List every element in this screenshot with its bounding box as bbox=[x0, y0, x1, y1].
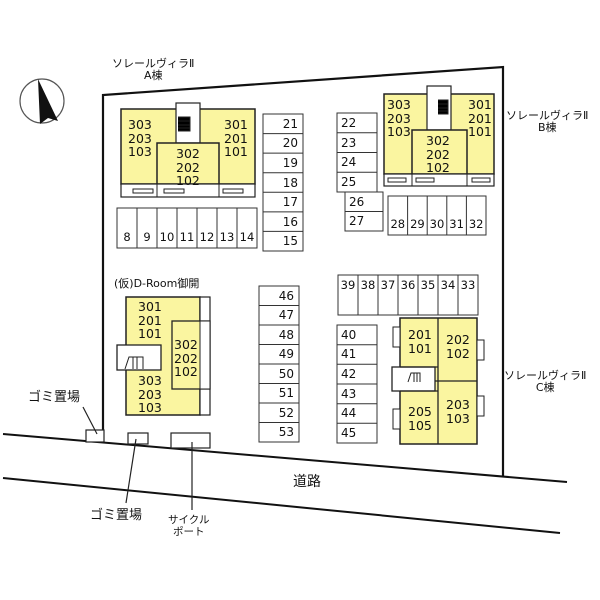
parking-space[interactable]: 36 bbox=[400, 278, 416, 292]
parking-space[interactable]: 8 bbox=[123, 230, 131, 244]
parking-space[interactable]: 47 bbox=[278, 308, 294, 323]
building-a-title: ソレールヴィラⅡ A棟 bbox=[112, 57, 195, 82]
parking-space[interactable]: 10 bbox=[159, 230, 175, 244]
stairs-icon bbox=[124, 356, 144, 370]
building-b[interactable] bbox=[383, 85, 495, 187]
leader-line bbox=[125, 438, 137, 504]
parking-space[interactable]: 22 bbox=[341, 115, 357, 130]
parking-space[interactable]: 40 bbox=[341, 327, 357, 342]
parking-row-39-33 bbox=[337, 274, 479, 316]
parking-space[interactable]: 44 bbox=[341, 406, 357, 421]
parking-space[interactable]: 51 bbox=[278, 386, 294, 401]
parking-space[interactable]: 21 bbox=[282, 116, 298, 131]
parking-col-22-25 bbox=[336, 112, 378, 193]
parking-space[interactable]: 33 bbox=[460, 278, 476, 292]
parking-space[interactable]: 50 bbox=[278, 366, 294, 381]
parking-space[interactable]: 49 bbox=[278, 347, 294, 362]
garbage-area-label-1: ゴミ置場 bbox=[28, 390, 81, 405]
parking-space[interactable]: 17 bbox=[282, 195, 298, 210]
parking-col-46-53-labels: 46 47 48 49 50 51 52 53 bbox=[259, 286, 299, 442]
parking-space[interactable]: 48 bbox=[278, 327, 294, 342]
parking-col-46-53 bbox=[258, 285, 300, 443]
parking-space[interactable]: 35 bbox=[420, 278, 436, 292]
parking-space[interactable]: 18 bbox=[282, 175, 298, 190]
parking-row-28-32 bbox=[387, 195, 487, 236]
garbage-area-label-2: ゴミ置場 bbox=[90, 508, 143, 523]
road-label: 道路 bbox=[293, 474, 321, 490]
parking-space[interactable]: 25 bbox=[341, 175, 357, 190]
parking-space[interactable]: 16 bbox=[282, 214, 298, 229]
parking-col-26-27 bbox=[344, 191, 384, 232]
parking-space[interactable]: 43 bbox=[341, 386, 357, 401]
parking-row-28-32-labels: 28 29 30 31 32 bbox=[388, 196, 486, 235]
parking-space[interactable]: 9 bbox=[143, 230, 151, 244]
parking-space[interactable]: 30 bbox=[429, 217, 445, 231]
parking-col-26-27-labels: 26 27 bbox=[345, 192, 383, 231]
stairs-icon bbox=[438, 99, 449, 115]
parking-space[interactable]: 37 bbox=[380, 278, 396, 292]
stairs-icon bbox=[407, 372, 421, 383]
parking-space[interactable]: 41 bbox=[341, 347, 357, 362]
parking-space[interactable]: 20 bbox=[282, 136, 298, 151]
parking-space[interactable]: 19 bbox=[282, 155, 298, 170]
stairs-icon bbox=[178, 116, 191, 132]
parking-space[interactable]: 32 bbox=[468, 217, 484, 231]
parking-col-40-45-labels: 40 41 42 43 44 45 bbox=[337, 325, 377, 443]
parking-space[interactable]: 29 bbox=[410, 217, 425, 231]
parking-space[interactable]: 28 bbox=[390, 217, 406, 231]
site-boundary bbox=[101, 65, 505, 476]
cycle-port bbox=[170, 432, 211, 449]
parking-space[interactable]: 24 bbox=[341, 155, 357, 170]
parking-space[interactable]: 23 bbox=[341, 135, 357, 150]
building-d-title: (仮)D-Room御開 bbox=[114, 277, 200, 290]
garbage-area-2 bbox=[127, 432, 149, 445]
north-arrow-icon bbox=[19, 78, 65, 124]
parking-space[interactable]: 26 bbox=[349, 194, 365, 209]
parking-space[interactable]: 38 bbox=[360, 278, 376, 292]
cycle-port-label: サイクル ポート bbox=[168, 514, 210, 538]
parking-space[interactable]: 13 bbox=[219, 230, 235, 244]
building-a[interactable] bbox=[120, 102, 256, 198]
parking-col-21-15-labels: 21 20 19 18 17 16 15 bbox=[263, 114, 303, 251]
building-d[interactable] bbox=[116, 296, 211, 416]
building-b-title: ソレールヴィラⅡ B棟 bbox=[506, 109, 589, 134]
parking-space[interactable]: 14 bbox=[239, 230, 255, 244]
parking-row-8-14-labels: 8 9 10 11 12 13 14 bbox=[117, 208, 257, 248]
building-c[interactable] bbox=[391, 317, 485, 445]
parking-space[interactable]: 31 bbox=[449, 217, 464, 231]
parking-space[interactable]: 53 bbox=[278, 425, 294, 440]
parking-col-21-15 bbox=[262, 113, 304, 252]
leader-line bbox=[82, 406, 98, 435]
parking-space[interactable]: 15 bbox=[282, 234, 298, 249]
parking-space[interactable]: 39 bbox=[340, 278, 356, 292]
parking-space[interactable]: 42 bbox=[341, 367, 357, 382]
parking-space[interactable]: 34 bbox=[440, 278, 456, 292]
parking-row-8-14 bbox=[116, 207, 258, 249]
parking-col-22-25-labels: 22 23 24 25 bbox=[337, 113, 377, 192]
parking-space[interactable]: 52 bbox=[278, 405, 294, 420]
parking-space[interactable]: 45 bbox=[341, 426, 357, 441]
parking-row-39-33-labels: 39 38 37 36 35 34 33 bbox=[338, 275, 478, 315]
parking-space[interactable]: 27 bbox=[349, 214, 365, 229]
parking-space[interactable]: 46 bbox=[278, 288, 294, 303]
road-edge-bottom bbox=[2, 477, 561, 534]
building-c-title: ソレールヴィラⅡ C棟 bbox=[504, 369, 587, 394]
parking-col-40-45 bbox=[336, 324, 378, 444]
parking-space[interactable]: 11 bbox=[179, 230, 195, 244]
garbage-area-1 bbox=[85, 429, 105, 443]
parking-space[interactable]: 12 bbox=[199, 230, 215, 244]
